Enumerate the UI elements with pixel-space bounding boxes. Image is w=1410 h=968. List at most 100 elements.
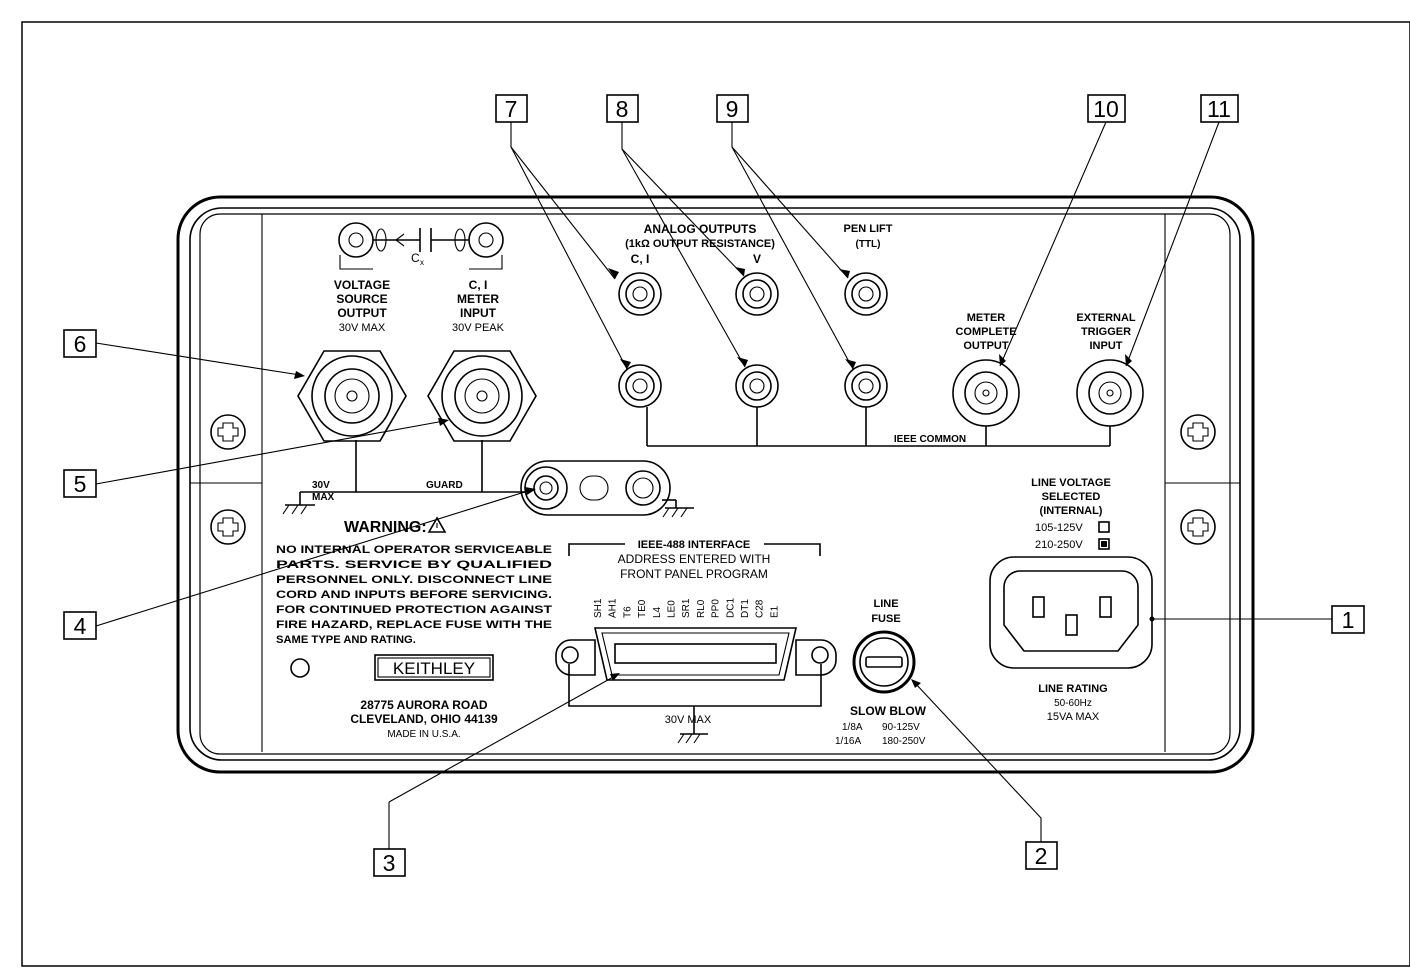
- voltage-source-bnc-connector[interactable]: [297, 350, 407, 442]
- ground-symbol-icon: [677, 733, 708, 744]
- ieee-function-code: C28: [755, 599, 766, 618]
- line-voltage-label-1: LINE VOLTAGE: [1031, 477, 1111, 489]
- guard-binding-post[interactable]: [520, 460, 671, 516]
- panel-inner-border: [189, 207, 1241, 761]
- callout-10: 10: [1087, 94, 1126, 123]
- ieee-interface-line-2: FRONT PANEL PROGRAM: [620, 567, 768, 581]
- meter-complete-label-3: OUTPUT: [963, 340, 1009, 352]
- callout-1: 1: [1331, 605, 1365, 634]
- page-frame: [21, 21, 1410, 967]
- line-fuse-label-1: LINE: [873, 598, 898, 610]
- fuse-rating-1-volt: 90-125V: [882, 722, 920, 733]
- line-voltage-label-2: SELECTED: [1042, 491, 1101, 503]
- line-voltage-label-3: (INTERNAL): [1040, 505, 1103, 517]
- warning-line-7: SAME TYPE AND RATING.: [276, 634, 416, 646]
- voltage-source-rating: 30V MAX: [339, 322, 386, 334]
- pen-lift-common-jack[interactable]: [844, 364, 888, 408]
- ieee-488-connector[interactable]: [555, 627, 837, 681]
- ground-symbol-icon: [662, 499, 694, 518]
- slow-blow-label: SLOW BLOW: [850, 704, 927, 718]
- warning-line-5: FOR CONTINUED PROTECTION AGAINST: [276, 604, 552, 616]
- line-voltage-range-2: 210-250V: [1035, 539, 1083, 551]
- analog-output-ci-common-jack[interactable]: [618, 364, 662, 408]
- mounting-screw-icon: [210, 414, 246, 450]
- external-trigger-bnc-connector[interactable]: [1076, 359, 1144, 427]
- warning-line-2: PARTS. SERVICE BY QUALIFIED: [276, 559, 552, 571]
- warning-title: WARNING:: [344, 519, 427, 536]
- ground-symbol-icon: [282, 504, 315, 515]
- address-line-2: CLEVELAND, OHIO 44139: [350, 712, 498, 726]
- ieee-function-code: SH1: [593, 598, 604, 618]
- callout-8: 8: [606, 94, 639, 123]
- warning-triangle-icon: [427, 516, 447, 533]
- analog-outputs-title: ANALOG OUTPUTS: [644, 222, 757, 236]
- svg-text:1: 1: [1342, 607, 1355, 633]
- analog-output-ci-jack[interactable]: [618, 272, 662, 316]
- analog-output-ci-label: C, I: [631, 252, 650, 266]
- ieee-common-label: IEEE COMMON: [894, 434, 966, 445]
- mounting-screw-icon: [1180, 509, 1216, 545]
- meter-input-label-1: C, I: [469, 278, 488, 292]
- capacitor-label: C: [411, 251, 420, 265]
- meter-complete-bnc-connector[interactable]: [952, 359, 1020, 427]
- voltage-source-label-2: SOURCE: [336, 292, 387, 306]
- meter-input-bnc-connector[interactable]: [427, 350, 537, 442]
- pen-lift-title: PEN LIFT: [844, 223, 893, 235]
- ieee-function-code: DC1: [725, 598, 736, 618]
- callout-7: 7: [495, 94, 528, 123]
- analog-output-v-label: V: [753, 252, 761, 266]
- brand-name: KEITHLEY: [393, 659, 475, 678]
- ieee-function-code: SR1: [681, 598, 692, 618]
- line-fuse-label-2: FUSE: [871, 613, 900, 625]
- fuse-rating-2-amp: 1/16A: [835, 736, 861, 747]
- svg-text:9: 9: [726, 96, 739, 122]
- meter-input-label-3: INPUT: [460, 306, 497, 320]
- mounting-screw-icon: [1180, 414, 1216, 450]
- analog-outputs-subtitle: (1kΩ OUTPUT RESISTANCE): [625, 238, 775, 250]
- line-fuse-holder[interactable]: [852, 630, 916, 694]
- panel-outer-border: [176, 195, 1255, 774]
- line-rating-frequency: 50-60Hz: [1054, 698, 1092, 709]
- ieee-function-code: DT1: [740, 599, 751, 618]
- ground-binding-post[interactable]: [625, 470, 661, 506]
- ieee-interface-line-1: ADDRESS ENTERED WITH: [618, 552, 771, 566]
- line-voltage-range-2-checkbox: [1098, 538, 1110, 550]
- brand-plate: [374, 654, 494, 681]
- ieee-function-code: T6: [622, 606, 633, 618]
- svg-text:10: 10: [1093, 96, 1119, 122]
- svg-text:3: 3: [383, 850, 396, 876]
- svg-text:2: 2: [1035, 843, 1048, 869]
- callout-3: 3: [373, 848, 406, 877]
- panel-face: [199, 213, 1231, 755]
- callout-4: 4: [63, 611, 97, 640]
- ieee-function-code: LE0: [667, 600, 678, 618]
- pen-lift-jack[interactable]: [844, 272, 888, 316]
- voltage-source-label-3: OUTPUT: [337, 306, 387, 320]
- fuse-rating-1-amp: 1/8A: [842, 722, 863, 733]
- address-line-1: 28775 AURORA ROAD: [360, 698, 487, 712]
- line-voltage-range-1-checkbox: [1098, 521, 1110, 533]
- fuse-rating-2-volt: 180-250V: [882, 736, 926, 747]
- warning-line-6: FIRE HAZARD, REPLACE FUSE WITH THE: [276, 619, 553, 631]
- guard-max-label: MAX: [312, 492, 335, 503]
- external-trigger-label-2: TRIGGER: [1081, 326, 1131, 338]
- warning-line-4: CORD AND INPUTS BEFORE SERVICING.: [276, 589, 552, 601]
- analog-output-v-jack[interactable]: [735, 272, 779, 316]
- callout-6: 6: [63, 329, 97, 358]
- analog-output-v-common-jack[interactable]: [735, 364, 779, 408]
- line-rating-title: LINE RATING: [1038, 683, 1107, 695]
- ieee-interface-bracket: [568, 543, 821, 556]
- svg-text:5: 5: [74, 471, 87, 497]
- callout-11: 11: [1200, 94, 1239, 123]
- svg-text:8: 8: [616, 96, 629, 122]
- power-inlet-connector[interactable]: [989, 556, 1153, 669]
- voltage-source-label-1: VOLTAGE: [334, 278, 390, 292]
- capacitor-subscript: x: [420, 258, 424, 267]
- pen-lift-subtitle: (TTL): [856, 239, 881, 250]
- leader-lines: [95, 121, 1332, 849]
- svg-text:4: 4: [74, 613, 87, 639]
- ieee-interface-rating: 30V MAX: [665, 714, 712, 726]
- panel-hole: [290, 658, 310, 678]
- ieee-function-code: RL0: [696, 599, 707, 618]
- line-rating-power: 15VA MAX: [1047, 711, 1100, 723]
